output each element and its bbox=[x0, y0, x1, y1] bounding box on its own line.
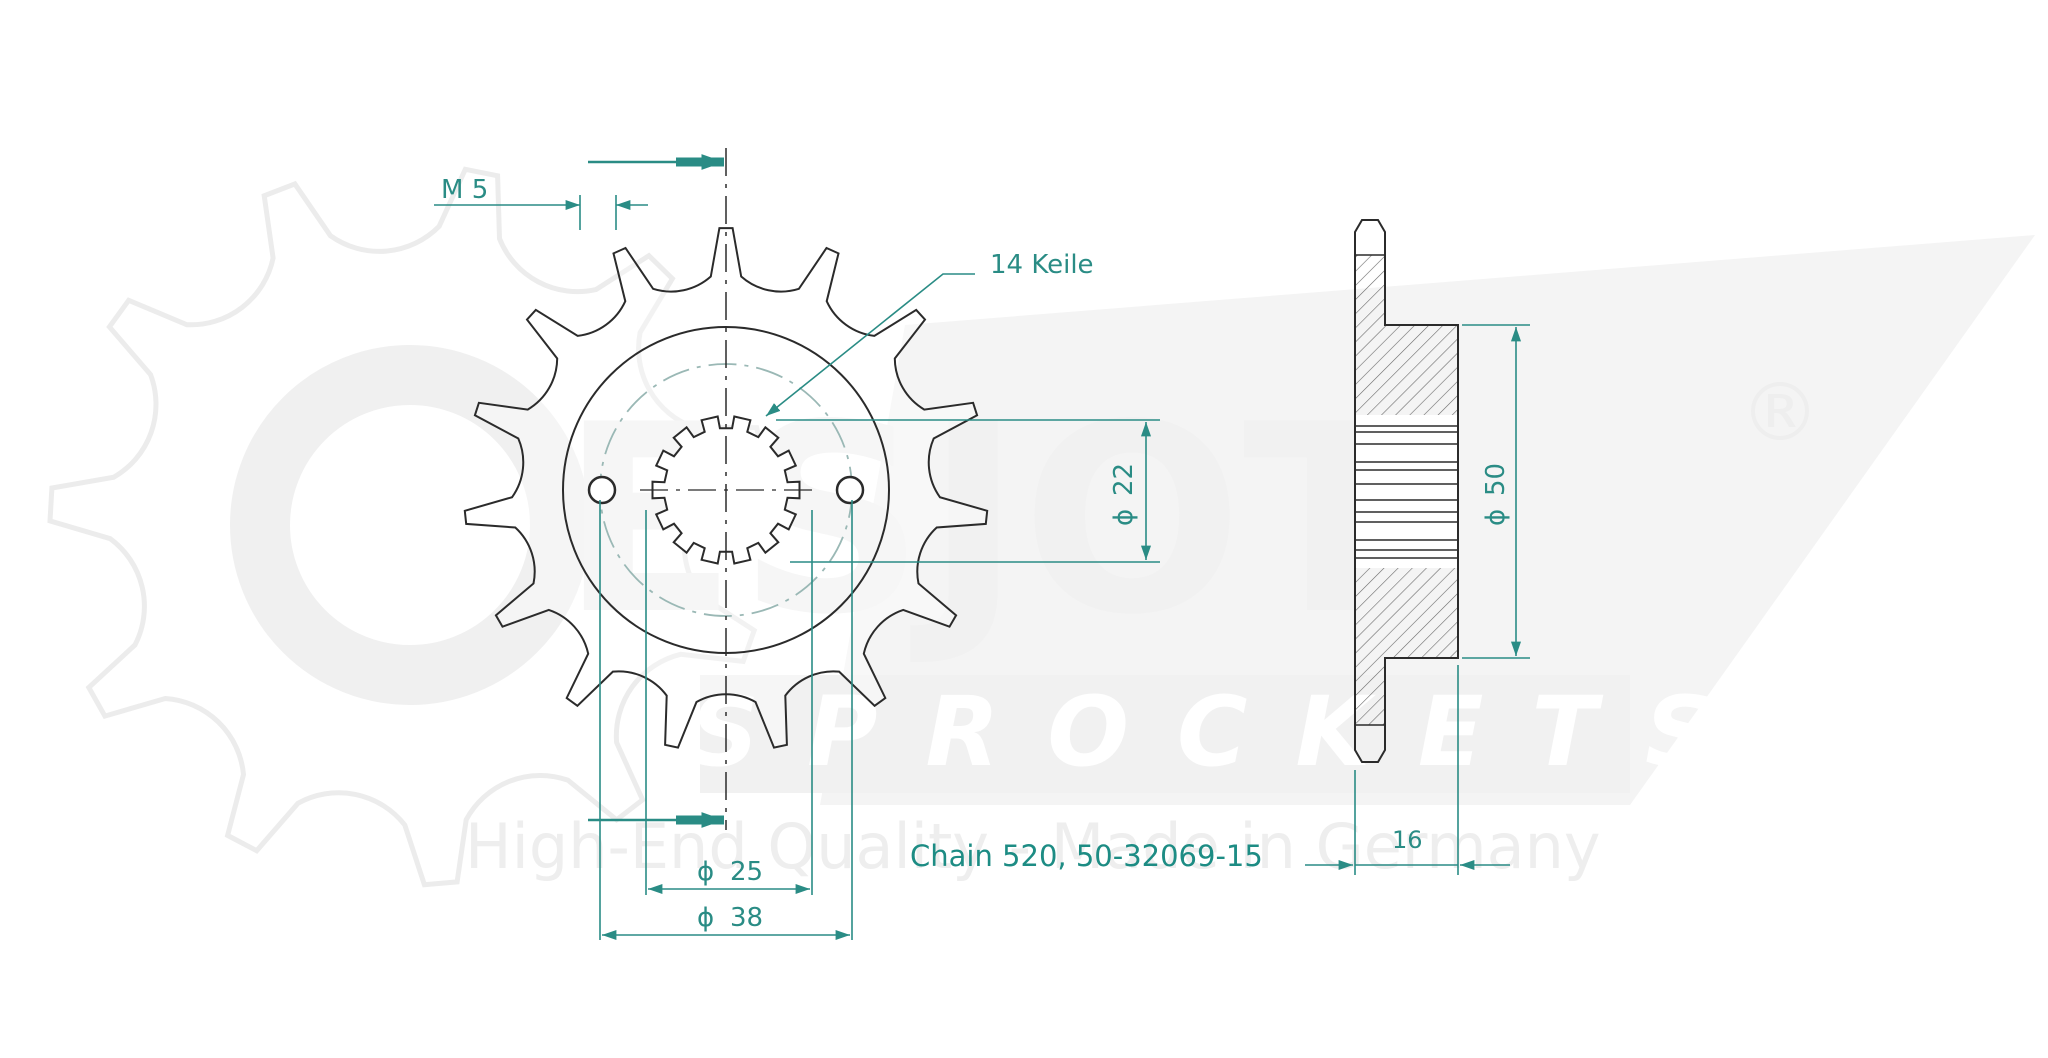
spline-count-label: 14 Keile bbox=[990, 250, 1094, 280]
bolt-circle-diameter-value: 38 bbox=[730, 903, 763, 933]
watermark-tagline: High-End Quality - Made in Germany bbox=[465, 810, 1601, 883]
sprocket-side-view bbox=[1354, 219, 1459, 763]
diameter-symbol: ϕ bbox=[1481, 509, 1511, 526]
thread-size-label: M 5 bbox=[441, 175, 488, 205]
watermark-logo-o-icon bbox=[230, 345, 590, 705]
watermark-subtitle: SPROCKETS bbox=[690, 676, 1762, 788]
side-view-outline bbox=[1354, 219, 1459, 763]
bolt-circle-diameter-label: ϕ 38 bbox=[697, 903, 763, 933]
diameter-symbol: ϕ bbox=[697, 903, 714, 933]
side-view-dimensions bbox=[1305, 324, 1530, 875]
sprocket-front-view bbox=[463, 148, 989, 830]
bolt-hole-right bbox=[835, 475, 865, 505]
diameter-symbol: ϕ bbox=[1109, 509, 1139, 526]
spline-diameter-value: 22 bbox=[1109, 463, 1139, 496]
watermark-registered-mark: ® bbox=[1740, 366, 1820, 459]
inner-diameter-label: ϕ 25 bbox=[697, 857, 763, 887]
watermark-gear-icon bbox=[47, 166, 767, 888]
hub-diameter-label: ϕ 50 bbox=[1481, 463, 1511, 526]
front-view-dimensions bbox=[434, 154, 1160, 941]
chain-info-label: Chain 520, 50-32069-15 bbox=[910, 839, 1263, 873]
side-view-splines bbox=[1355, 425, 1458, 559]
bolt-hole-left bbox=[587, 475, 617, 505]
hub-diameter-value: 50 bbox=[1481, 463, 1511, 496]
inner-diameter-value: 25 bbox=[730, 857, 763, 887]
watermark-subtitle-bar bbox=[700, 675, 1630, 793]
spline-diameter-label: ϕ 22 bbox=[1109, 463, 1139, 526]
diameter-symbol: ϕ bbox=[697, 857, 714, 887]
width-label: 16 bbox=[1392, 826, 1423, 854]
side-view-bore bbox=[1355, 415, 1458, 568]
dimension-labels: M 5 14 Keile ϕ 22 ϕ 25 ϕ 38 ϕ 50 16 Chai… bbox=[441, 175, 1511, 933]
